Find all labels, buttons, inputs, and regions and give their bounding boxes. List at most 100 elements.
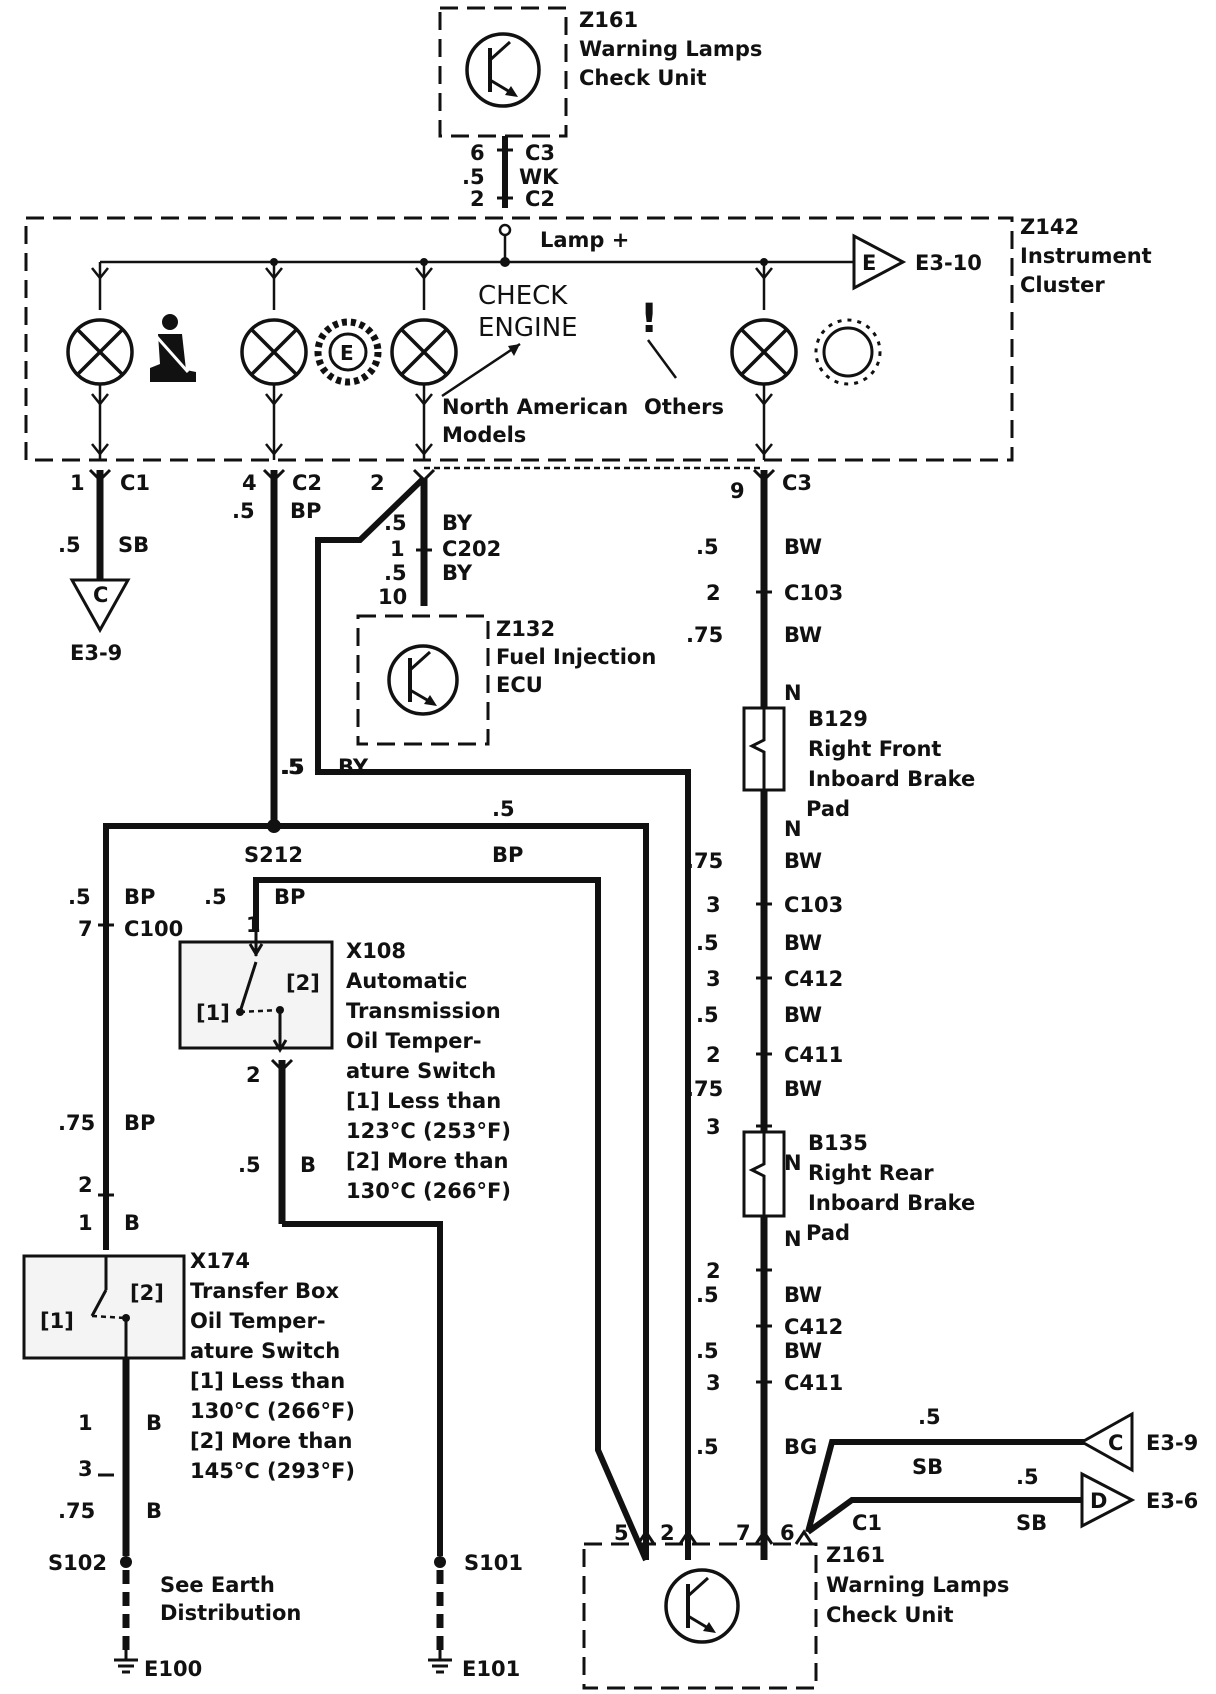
- right-chain-right-1: C103: [784, 581, 843, 605]
- svg-text:E: E: [340, 341, 354, 365]
- cb-pin: 2: [370, 471, 385, 495]
- c202-name: C202: [442, 537, 501, 561]
- left-chain-right-1: C100: [124, 917, 183, 941]
- lamp-plus-label: Lamp +: [540, 228, 629, 252]
- top-color: WK: [519, 165, 559, 189]
- b135-desc-line-2: Pad: [806, 1221, 850, 1245]
- x108-chain-right-3: B: [300, 1153, 316, 1177]
- x174-desc-line-2: ature Switch: [190, 1339, 340, 1363]
- splice-top-size: .5: [492, 797, 515, 821]
- top-conn-a: C3: [525, 141, 555, 165]
- x108-chain-left-0: .5: [204, 885, 227, 909]
- right-chain-right-2: BW: [784, 623, 822, 647]
- b129-desc-line-0: Right Front: [808, 737, 941, 761]
- transistor-icon: [465, 32, 541, 108]
- x174-pos1: [1]: [40, 1309, 74, 1333]
- c202-color-b: BY: [442, 561, 473, 585]
- x108-desc-line-6: [2] More than: [346, 1149, 508, 1173]
- z142-id: Z142: [1020, 215, 1079, 239]
- z132-branch: 2 .5 BY 1 C202 .5 BY 10 .5 BY Z132 Fuel …: [282, 466, 764, 1560]
- right-chain-right-20: BG: [784, 1435, 817, 1459]
- ref-d-size: .5: [1016, 1465, 1039, 1489]
- brake-lamp: [240, 262, 308, 460]
- right-chain-right-6: C103: [784, 893, 843, 917]
- right-chain-left-0: .5: [696, 535, 719, 559]
- right-chain-right-0: BW: [784, 535, 822, 559]
- x174-id: X174: [190, 1249, 250, 1273]
- e100-label: E100: [144, 1657, 202, 1681]
- x108-box: [178, 940, 334, 1050]
- e101-label: E101: [462, 1657, 520, 1681]
- right-chain-left-16: .5: [696, 1283, 719, 1307]
- right-chain-right-19: C411: [784, 1371, 843, 1395]
- z161-bottom-module: Z161 Warning Lamps Check Unit 5 2 7 6 C1: [582, 1511, 1009, 1690]
- bottom-pin-6: 6: [780, 1521, 795, 1545]
- bottom-pin-5: 5: [614, 1521, 629, 1545]
- right-chain-right-8: C412: [784, 967, 843, 991]
- top-wire-size: .5: [462, 165, 485, 189]
- left-chain-right-4: B: [124, 1211, 140, 1235]
- ref-c-left-letter: C: [93, 583, 108, 607]
- brake-pad-icon: [814, 318, 882, 386]
- brake-pad-lamp: [730, 262, 798, 460]
- check-engine-line1: CHECK: [478, 281, 568, 311]
- x108-chain-left-2: 2: [246, 1063, 261, 1087]
- check-engine-line2: ENGINE: [478, 313, 578, 343]
- c2-name: C2: [292, 471, 322, 495]
- ref-c-left-label: E3-9: [70, 641, 122, 665]
- c2-color: BP: [290, 499, 321, 523]
- transistor-icon: [387, 644, 459, 716]
- right-chain-left-9: .5: [696, 1003, 719, 1027]
- ref-e-label: E3-10: [915, 251, 982, 275]
- b135-desc-line-0: Right Rear: [808, 1161, 934, 1185]
- b129-id: B129: [808, 707, 868, 731]
- c3-name: C3: [782, 471, 812, 495]
- z132-id: Z132: [496, 617, 555, 641]
- c1-pin: 1: [70, 471, 85, 495]
- c2-branch: 4 C2 .5 BP .5: [232, 468, 322, 830]
- right-chain-left-19: 3: [706, 1371, 721, 1395]
- c202-color-a: BY: [442, 511, 473, 535]
- right-chain-right-14: N: [784, 1227, 802, 1251]
- ref-e-flag: E E3-10: [852, 233, 982, 291]
- ref-c-right-color: SB: [912, 1455, 943, 1479]
- x108-desc-line-7: 130°C (266°F): [346, 1179, 511, 1203]
- z161-top-line1: Warning Lamps: [579, 37, 762, 61]
- seatbelt-icon: [150, 314, 196, 382]
- ref-e-letter: E: [862, 251, 876, 275]
- b129-desc-line-2: Pad: [806, 797, 850, 821]
- ref-d-label: E3-6: [1146, 1489, 1198, 1513]
- x174-desc-line-6: 145°C (293°F): [190, 1459, 355, 1483]
- s102-label: S102: [48, 1551, 107, 1575]
- x174-desc-line-0: Transfer Box: [190, 1279, 339, 1303]
- ref-c-right-size: .5: [918, 1405, 941, 1429]
- north-american-label-1: North American: [442, 395, 628, 419]
- b135-id: B135: [808, 1131, 868, 1155]
- x174-desc-line-4: 130°C (266°F): [190, 1399, 355, 1423]
- x174-desc-line-5: [2] More than: [190, 1429, 352, 1453]
- c202-pin-b: 10: [378, 585, 407, 609]
- top-pin-b: 2: [470, 187, 485, 211]
- c1-name: C1: [120, 471, 150, 495]
- s212-splice: S212 .5 BP: [103, 797, 649, 1562]
- z132-line2: ECU: [496, 673, 543, 697]
- ref-c-right-letter: C: [1108, 1431, 1123, 1455]
- x108-chain-right-0: BP: [274, 885, 305, 909]
- left-chain-left-2: .75: [58, 1111, 95, 1135]
- c2-size: .5: [232, 499, 255, 523]
- c1-branch: 1 C1 .5 SB C E3-9: [58, 468, 150, 665]
- x108-desc-line-2: Oil Temper-: [346, 1029, 482, 1053]
- x108-desc-line-1: Transmission: [346, 999, 501, 1023]
- engine-gear-icon: E: [314, 318, 382, 386]
- others-label: Others: [644, 395, 724, 419]
- right-chain-left-20: .5: [696, 1435, 719, 1459]
- left-chain-left-7: .75: [58, 1499, 95, 1523]
